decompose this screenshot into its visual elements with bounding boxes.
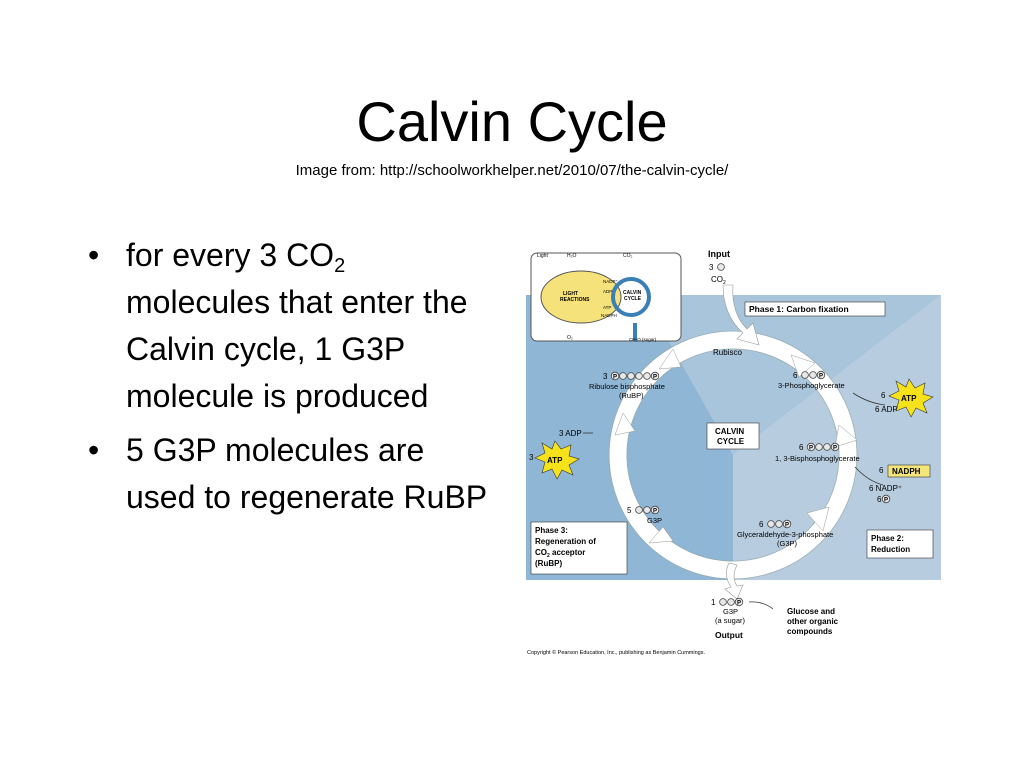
bullet-1-sub: 2: [334, 255, 346, 277]
output-name: G3P: [723, 607, 738, 616]
atp-left-label: ATP: [547, 456, 563, 465]
output-arrow: [724, 562, 744, 600]
slide-title: Calvin Cycle: [356, 90, 668, 153]
inset-o2: O₂: [567, 335, 573, 341]
inset-sugar: CH₂O (sugar): [629, 337, 657, 342]
bullet-1-post: molecules that enter the Calvin cycle, 1…: [126, 284, 468, 414]
ring-arrow-top: [790, 354, 816, 378]
ring-arrow-bottom-left: [648, 526, 674, 544]
bullet-list: • for every 3 CO2 molecules that enter t…: [88, 232, 498, 528]
bullet-dot: •: [88, 432, 100, 468]
atp-right-burst: [888, 378, 934, 418]
phase2-label-1: Phase 2:: [871, 534, 904, 543]
pga-name: 3-Phosphoglycerate: [778, 381, 845, 390]
bpg-name: 1, 3-Bisphosphoglycerate: [775, 454, 860, 463]
rubp-abbr: (RuBP): [619, 391, 644, 400]
phase3-l3: CO2 acceptor: [535, 548, 585, 559]
output-count: 1: [711, 598, 716, 607]
output-label: Output: [715, 630, 743, 640]
phase3-panel: [526, 295, 733, 580]
input-count: 3: [709, 263, 714, 272]
bullet-item-1: • for every 3 CO2 molecules that enter t…: [88, 232, 498, 420]
pga-count: 6: [793, 371, 798, 380]
g3p6-abbr: (G3P): [777, 539, 798, 548]
atp-right-count: 6: [881, 391, 886, 400]
phase1-label: Phase 1: Carbon fixation: [749, 304, 849, 314]
inset-h2o: H₂O: [567, 253, 577, 259]
inset-nadph: NADPH: [601, 313, 617, 318]
inset-nadp: NADP⁺: [603, 279, 619, 284]
bpg-count: 6: [799, 443, 804, 452]
rubp-name: Ribulose bisphosphate: [589, 382, 665, 391]
g3p5-count: 5: [627, 506, 632, 515]
output-sub: (a sugar): [715, 616, 746, 625]
inset-co2: CO₂: [623, 253, 633, 259]
center-label-2: CYCLE: [717, 437, 745, 446]
ring-arrow-bottom-right: [806, 506, 830, 532]
phase3-l2: Regeneration of: [535, 537, 596, 546]
bullet-dot: •: [88, 237, 100, 273]
bullet-1-pre: for every 3 CO: [126, 237, 335, 273]
glucose-2: other organic: [787, 617, 839, 626]
center-label-1: CALVIN: [715, 427, 744, 436]
ring-arrow-left: [614, 412, 636, 436]
nadph-count: 6: [879, 466, 884, 475]
nadp-out: 6 NADP⁺: [869, 484, 902, 493]
bullet-2-text: 5 G3P molecules are used to regenerate R…: [126, 432, 488, 515]
pi-count: 6: [877, 495, 882, 504]
g3p6-name: Glyceraldehyde-3-phosphate: [737, 530, 833, 539]
copyright: Copyright © Pearson Education, Inc., pub…: [527, 649, 705, 656]
phase3-l4: (RuBP): [535, 559, 562, 568]
glucose-1: Glucose and: [787, 607, 835, 616]
bullet-item-2: • 5 G3P molecules are used to regenerate…: [88, 427, 498, 521]
rubp-count: 3: [603, 372, 608, 381]
atp-left-count: 3: [529, 453, 534, 462]
nadph-label: NADPH: [892, 467, 921, 476]
inset-light: Light: [537, 253, 548, 259]
input-label: Input: [708, 249, 730, 259]
phase2-label-2: Reduction: [871, 545, 910, 554]
rubisco-label: Rubisco: [713, 348, 742, 357]
input-arrow: [722, 284, 760, 346]
atp-right-adp: 6 ADP: [875, 405, 898, 414]
g3p6-count: 6: [759, 520, 764, 529]
atp-right-label: ATP: [901, 394, 917, 403]
ring-arrow-top-left: [658, 348, 682, 370]
slide-subtitle: Image from: http://schoolworkhelper.net/…: [295, 162, 729, 179]
inset-adp: ADP: [603, 289, 612, 294]
ring-arrow-right: [834, 424, 858, 448]
glucose-3: compounds: [787, 627, 833, 636]
g3p5-name: G3P: [647, 516, 662, 525]
inset-atp: ATP: [603, 305, 611, 310]
atp-left-burst: [534, 440, 580, 480]
phase3-l1: Phase 3:: [535, 526, 568, 535]
atp-left-adp: 3 ADP: [559, 429, 582, 438]
input-co2: CO2: [711, 275, 726, 286]
